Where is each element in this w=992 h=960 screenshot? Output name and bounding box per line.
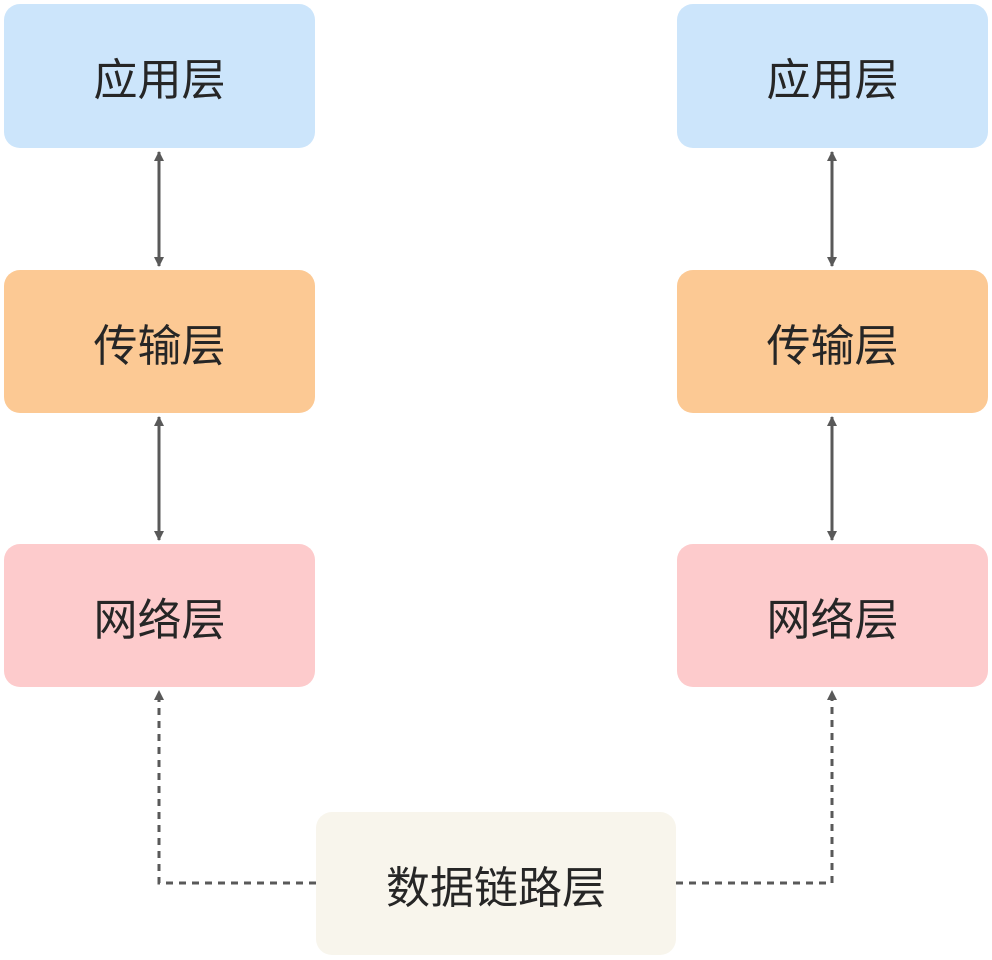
left-transport-layer-box: 传输层 — [4, 270, 315, 413]
datalink-layer-label: 数据链路层 — [386, 862, 606, 914]
right-application-layer-label: 应用层 — [766, 55, 899, 106]
datalink-to-right-network-arrow — [676, 690, 837, 885]
left-application-layer-box: 应用层 — [4, 4, 315, 148]
left-transport-layer-label: 传输层 — [93, 320, 226, 372]
left-network-layer-box: 网络层 — [4, 544, 315, 687]
right-application-layer-box: 应用层 — [677, 4, 988, 148]
right-network-layer-label: 网络层 — [766, 594, 899, 646]
left-network-layer-label: 网络层 — [93, 594, 226, 646]
left-application-layer-label: 应用层 — [93, 55, 226, 106]
datalink-to-left-network-arrow — [154, 690, 316, 885]
right-transport-layer-label: 传输层 — [766, 320, 899, 372]
right-transport-layer-box: 传输层 — [677, 270, 988, 413]
datalink-layer-box: 数据链路层 — [316, 812, 676, 955]
right-network-layer-box: 网络层 — [677, 544, 988, 687]
